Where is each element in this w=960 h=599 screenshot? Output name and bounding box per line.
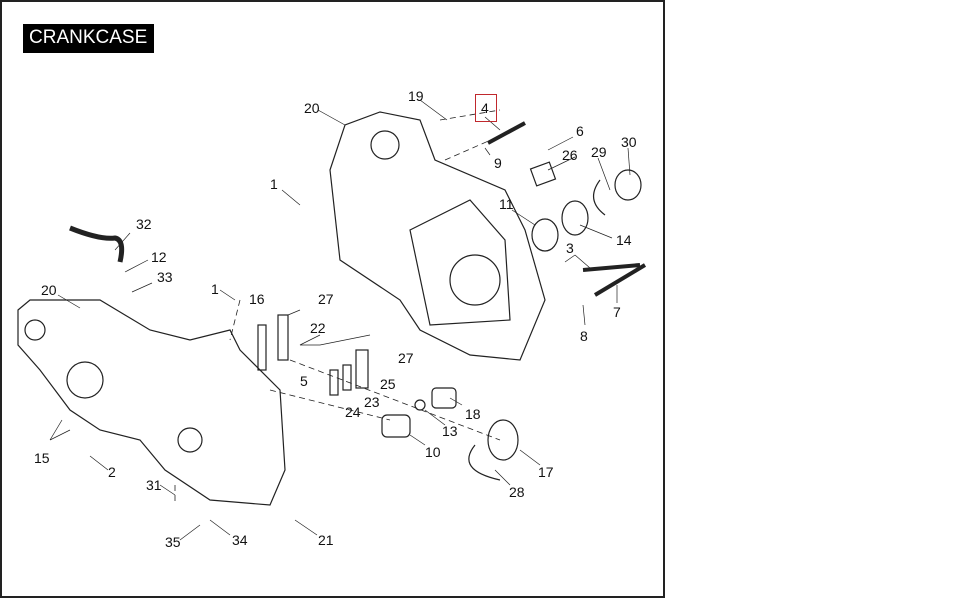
callout-29[interactable]: 29 [591,144,607,160]
callout-18[interactable]: 18 [465,406,481,422]
callout-17[interactable]: 17 [538,464,554,480]
diagram-title: CRANKCASE [23,24,155,53]
callout-21[interactable]: 21 [318,532,334,548]
callout-16[interactable]: 16 [249,291,265,307]
callout-28[interactable]: 28 [509,484,525,500]
callout-13[interactable]: 13 [442,423,458,439]
callout-8[interactable]: 8 [580,328,588,344]
callout-22[interactable]: 22 [310,320,326,336]
callout-12[interactable]: 12 [151,249,167,265]
callout-2[interactable]: 2 [108,464,116,480]
callout-10[interactable]: 10 [425,444,441,460]
callout-20[interactable]: 20 [304,100,320,116]
callout-5[interactable]: 5 [300,373,308,389]
callout-4[interactable]: 4 [481,100,489,116]
callout-20-left[interactable]: 20 [41,282,57,298]
callout-1-left[interactable]: 1 [211,281,219,297]
callout-30[interactable]: 30 [621,134,637,150]
diagram-frame [0,0,665,598]
callout-32[interactable]: 32 [136,216,152,232]
callout-34[interactable]: 34 [232,532,248,548]
callout-19[interactable]: 19 [408,88,424,104]
callout-1[interactable]: 1 [270,176,278,192]
callout-7[interactable]: 7 [613,304,621,320]
callout-14[interactable]: 14 [616,232,632,248]
callout-27-right[interactable]: 27 [398,350,414,366]
callout-23[interactable]: 23 [364,394,380,410]
callout-3[interactable]: 3 [566,240,574,256]
crankcase-left-half [17,299,286,506]
callout-35[interactable]: 35 [165,534,181,550]
callout-26[interactable]: 26 [562,147,578,163]
callout-11[interactable]: 11 [499,196,514,212]
highlight-box [475,94,497,122]
callout-25[interactable]: 25 [380,376,396,392]
callout-33[interactable]: 33 [157,269,173,285]
callout-31[interactable]: 31 [146,477,162,493]
crankcase-right-half [329,111,546,361]
callout-27[interactable]: 27 [318,291,334,307]
callout-15[interactable]: 15 [34,450,50,466]
callout-24[interactable]: 24 [345,404,361,420]
callout-6[interactable]: 6 [576,123,584,139]
callout-9[interactable]: 9 [494,155,502,171]
